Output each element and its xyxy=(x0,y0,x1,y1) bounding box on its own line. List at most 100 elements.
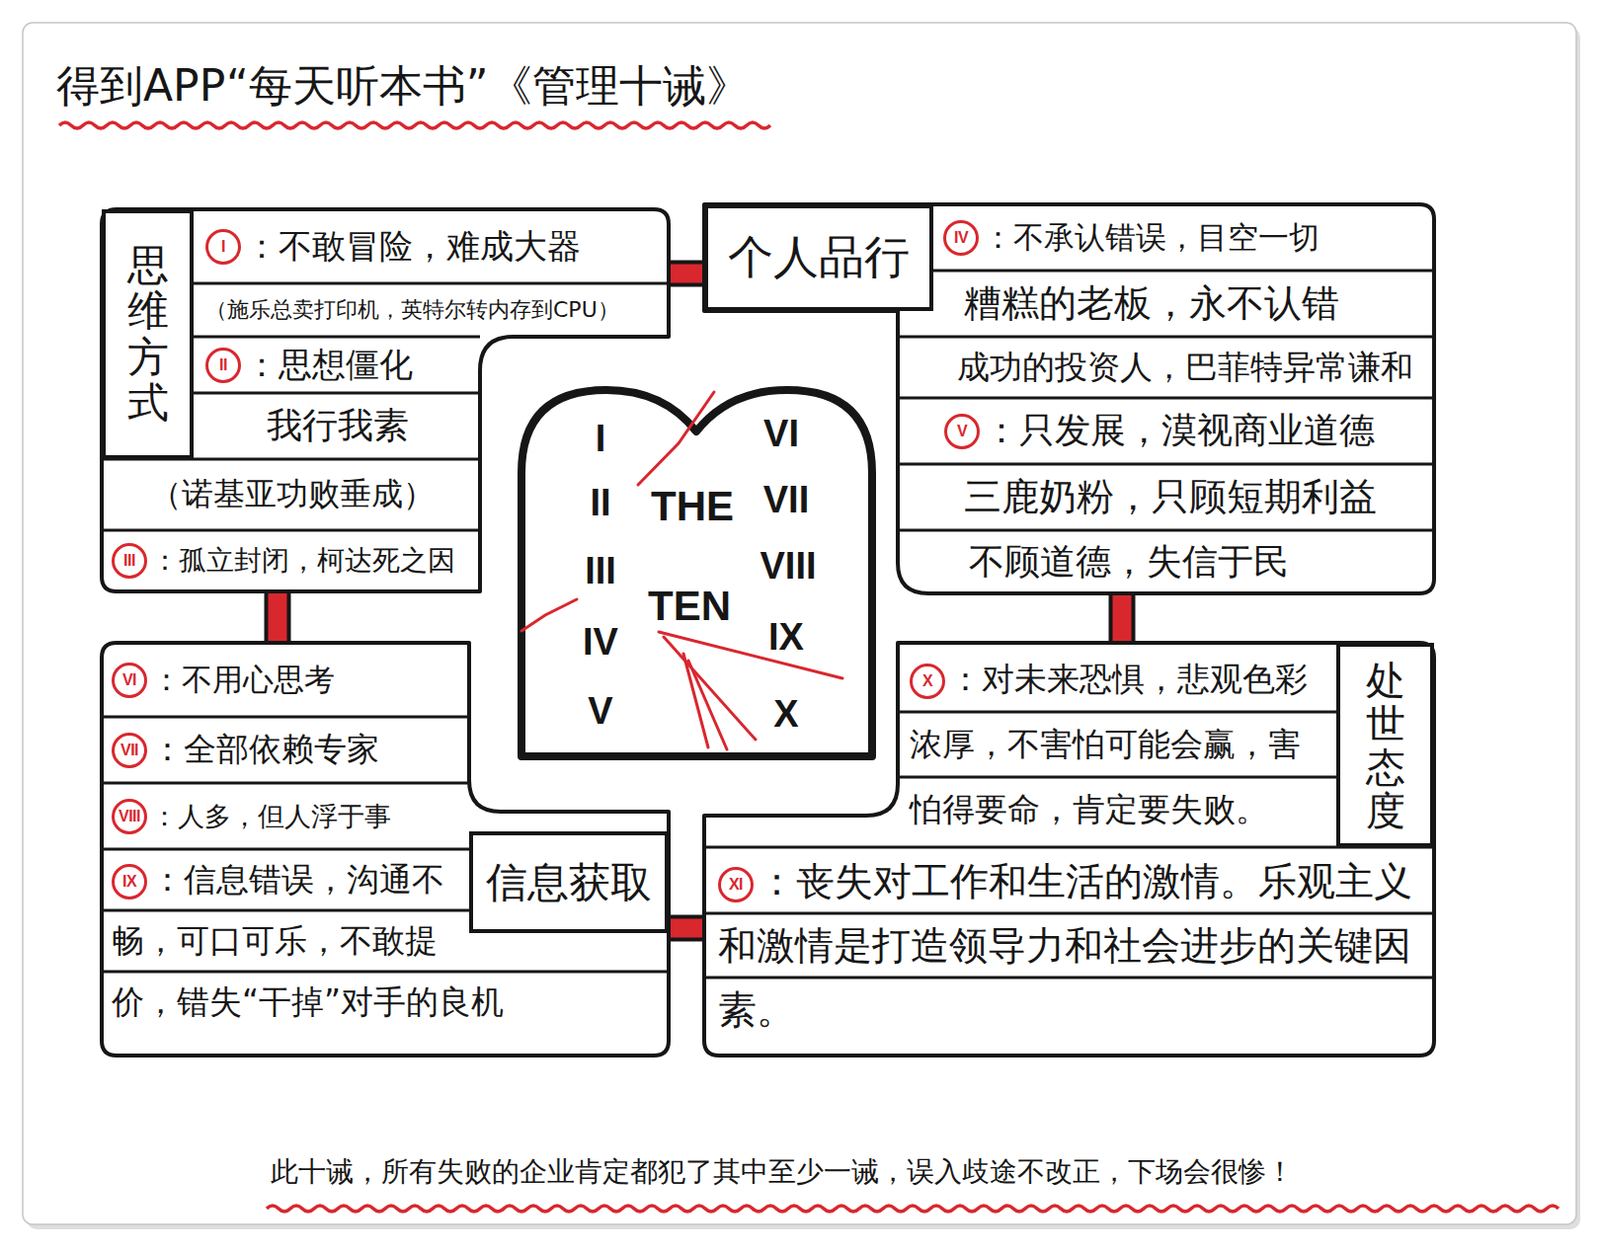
text-row: X：对未来恐惧，悲观色彩浓厚，不害怕可能会赢，害怕得要命，肯定要失败。 xyxy=(897,646,1337,845)
text-slot: II xyxy=(589,481,611,525)
title-area: 得到APP“每天听本书”《管理十诫》 xyxy=(56,57,750,116)
tablet-word: THE xyxy=(650,482,734,530)
item-number: II xyxy=(205,347,241,384)
item-text: 不顾道德，失信于民 xyxy=(968,538,1289,587)
bar-fill xyxy=(668,264,705,284)
tablet-crack xyxy=(663,637,756,740)
item-number: I xyxy=(205,229,241,265)
item-number: III xyxy=(111,543,148,579)
item-text: ：丧失对工作和生活的激情。乐观主义和激情是打造领导力和社会进步的关键因素。 xyxy=(718,859,1413,1033)
page-title: 得到APP“每天听本书”《管理十诫》 xyxy=(56,60,750,111)
row-divider xyxy=(101,970,669,974)
tablet-word: TEN xyxy=(647,582,731,630)
bar-fill xyxy=(668,919,705,939)
text-slot: VI xyxy=(763,412,800,456)
item-number: XI xyxy=(718,867,754,903)
tablet-numeral: IX xyxy=(768,616,804,658)
connector-bar xyxy=(1121,593,1123,643)
item-number: V xyxy=(944,413,980,450)
row-divider xyxy=(704,976,1435,980)
connector-bar xyxy=(277,591,279,643)
text-row: XI：丧失对工作和生活的激情。乐观主义和激情是打造领导力和社会进步的关键因素。 xyxy=(704,849,1435,1052)
item-text: ：思想僵化 xyxy=(244,342,413,389)
title-underline xyxy=(59,122,771,129)
tablet-crack xyxy=(658,632,843,679)
row-divider xyxy=(101,848,470,852)
commandment-tablet: IIIIIIIVVTHETENVIVIIVIIIIXX xyxy=(515,382,879,761)
item-text: （施乐总卖打印机，英特尔转内存到CPU） xyxy=(205,295,620,325)
connector-bar xyxy=(668,273,705,275)
item-text: ：全部依赖专家 xyxy=(151,727,380,773)
text-slot: X xyxy=(773,693,799,736)
item-text: ：不承认错误，目空一切 xyxy=(982,217,1320,259)
text-row: 成功的投资人，巴菲特异常谦和 xyxy=(897,336,1435,399)
text-slot: I xyxy=(595,417,607,461)
row-divider xyxy=(193,392,480,396)
text-slot: VIII xyxy=(759,545,816,588)
item-number: IX xyxy=(111,864,148,900)
quadrant-outline xyxy=(704,642,1435,1056)
item-text: ：只发展，漠视商业道德 xyxy=(983,406,1375,456)
bar-outline xyxy=(668,915,705,943)
text-slot: IX xyxy=(768,616,804,659)
tablet-numeral: III xyxy=(584,550,617,592)
category-label: 信息获取 xyxy=(485,855,652,911)
text-row: V：只发展，漠视商业道德 xyxy=(897,398,1435,465)
category-label: 个人品行 xyxy=(727,227,910,289)
box-outline xyxy=(101,642,669,1056)
item-number: VIII xyxy=(111,799,148,835)
text-row: III：孤立封闭，柯达死之因 xyxy=(101,530,480,592)
row-divider xyxy=(704,846,1435,850)
row-divider xyxy=(897,397,1435,400)
text-row: 糟糕的老板，永不认错 xyxy=(933,270,1435,337)
item-text: ：不用心思考 xyxy=(151,659,335,702)
text-slot: V xyxy=(587,690,613,733)
text-row: 不顾道德，失信于民 xyxy=(897,530,1435,594)
category-box: 个人品行 xyxy=(704,204,934,312)
bar-outline xyxy=(668,260,705,288)
row-divider xyxy=(193,282,669,286)
item-number: VI xyxy=(111,662,148,699)
row-divider xyxy=(897,529,1435,533)
text-row: VII：全部依赖专家 xyxy=(101,717,470,784)
item-number: IV xyxy=(943,220,979,256)
row-divider xyxy=(704,912,1435,916)
tablet-numeral: VIII xyxy=(759,545,816,587)
row-divider xyxy=(897,776,1337,780)
item-text: 糟糕的老板，永不认错 xyxy=(963,278,1340,329)
item-text: ：人多，但人浮于事 xyxy=(151,799,392,835)
category-label: 思维方式 xyxy=(127,242,169,426)
tablet-numeral: VII xyxy=(763,479,809,521)
item-text: ：信息错误，沟通不畅，可口可乐，不敢提价，错失“干掉”对手的良机 xyxy=(111,860,504,1022)
bar-fill xyxy=(1113,593,1132,643)
box-outline xyxy=(704,642,1435,1056)
category-box: 思维方式 xyxy=(101,209,194,460)
item-text: 我行我素 xyxy=(266,401,409,451)
bar-fill xyxy=(268,591,288,643)
text-row: II：思想僵化 xyxy=(193,336,480,394)
row-divider xyxy=(101,716,470,720)
category-box: 信息获取 xyxy=(469,831,669,934)
item-text: ：孤立封闭，柯达死之因 xyxy=(151,542,456,580)
caption-underline xyxy=(266,1205,1559,1212)
row-divider xyxy=(897,463,1435,467)
page-caption: 此十诫，所有失败的企业肯定都犯了其中至少一诫，误入歧途不改正，下场会很惨！ xyxy=(270,1155,1294,1189)
row-divider xyxy=(101,909,470,913)
tablet-outline xyxy=(521,390,873,757)
tablet-crack xyxy=(638,392,715,485)
row-divider xyxy=(101,529,480,533)
category-box: 处世态度 xyxy=(1336,642,1435,848)
bar-outline xyxy=(264,591,292,643)
row-divider xyxy=(933,269,1435,273)
tablet-crack xyxy=(688,660,727,750)
text-row: VI：不用心思考 xyxy=(101,642,470,718)
item-text: ：对未来恐惧，悲观色彩浓厚，不害怕可能会赢，害怕得要命，肯定要失败。 xyxy=(909,659,1308,829)
text-row: 我行我素 xyxy=(193,393,480,460)
tablet-numeral: II xyxy=(589,481,611,524)
tablet-crack xyxy=(521,599,577,632)
text-slot: III xyxy=(584,550,617,593)
row-divider xyxy=(897,711,1337,715)
quadrant-box: X：对未来恐惧，悲观色彩浓厚，不害怕可能会赢，害怕得要命，肯定要失败。XI：丧失… xyxy=(704,642,1435,1056)
text-slot: IV xyxy=(582,621,619,664)
text-row: （诺基亚功败垂成） xyxy=(101,459,480,531)
